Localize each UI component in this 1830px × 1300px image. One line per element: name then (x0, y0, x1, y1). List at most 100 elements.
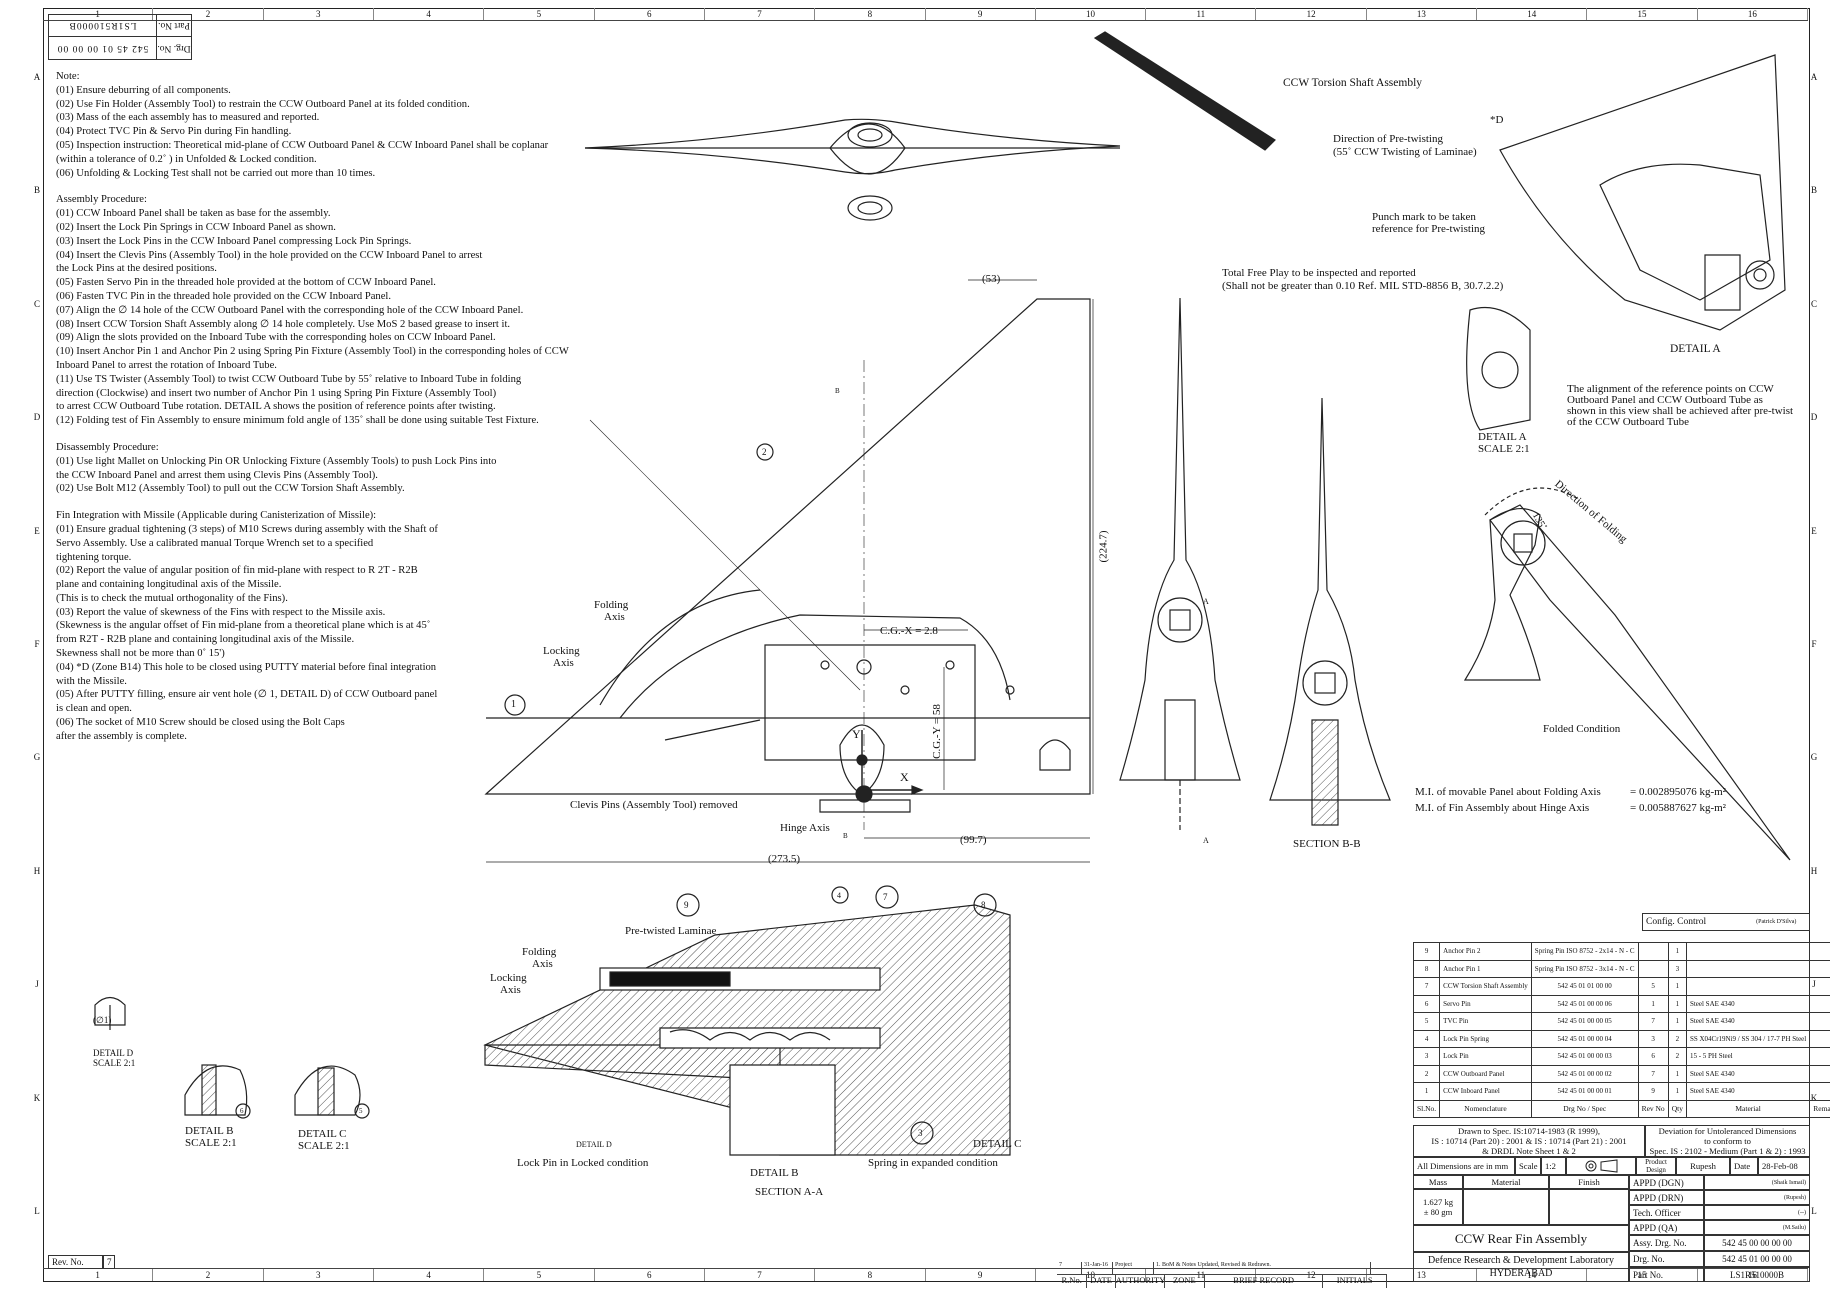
zone-column-label: 8 (815, 1269, 926, 1281)
revision-cell: 7 (1057, 1262, 1082, 1274)
bom-cell: 5 (1637, 977, 1669, 996)
label-torsion-shaft: CCW Torsion Shaft Assembly (1283, 77, 1423, 89)
bom-cell: 542 45 01 00 00 06 (1530, 994, 1639, 1013)
zone-column-label: 16 (1698, 8, 1808, 20)
bom-cell: Steel SAE 4340 (1685, 1012, 1811, 1031)
bom-cell: 1 (1667, 1064, 1687, 1083)
label-detail-a-scale-2: SCALE 2:1 (1478, 443, 1530, 455)
bom-header-cell: Material (1685, 1099, 1811, 1118)
label-b-mark-top: B (835, 387, 840, 395)
bom-cell: 15 - 5 PH Steel (1685, 1047, 1811, 1066)
label-spring-expanded: Spring in expanded condition (868, 1157, 998, 1169)
bom-cell (1809, 994, 1830, 1013)
zone-column-label: 14 (1477, 8, 1588, 20)
notes-title: Note: (56, 71, 80, 82)
zone-row-label: B (33, 185, 40, 196)
rev-no-value: 7 (103, 1255, 115, 1269)
side-view-fin (484, 279, 1094, 863)
bom-cell: 542 45 01 00 00 02 (1530, 1064, 1639, 1083)
bom-cell (1809, 959, 1830, 978)
balloon-3: 3 (918, 1128, 923, 1138)
bom-cell (1685, 959, 1811, 978)
label-clevis-removed: Clevis Pins (Assembly Tool) removed (570, 799, 738, 811)
bom-cell: 8 (1412, 959, 1441, 978)
bom-cell: 7 (1637, 1012, 1669, 1031)
part-no-value: LS1R510000B (1704, 1267, 1810, 1282)
lab-city: HYDERABAD (1489, 1268, 1553, 1279)
bom-cell: 3 (1412, 1047, 1441, 1066)
note-line: (05) After PUTTY filling, ensure air ven… (56, 689, 438, 701)
label-alignment-1: The alignment of the reference points on… (1567, 383, 1774, 395)
zone-column-label: 1 (43, 1269, 154, 1281)
appd-drn-name: (Rupesh) (1704, 1190, 1810, 1205)
note-line: (10) Insert Anchor Pin 1 and Anchor Pin … (56, 346, 569, 358)
lab-cell: Defence Research & Development Laborator… (1413, 1252, 1629, 1282)
zone-row-label: B (1810, 185, 1817, 196)
label-axis-y: Y (852, 727, 861, 741)
projection-icon (1585, 1159, 1618, 1173)
spec-line-1: Drawn to Spec. IS:10714-1983 (R 1999), (1457, 1126, 1601, 1136)
note-line: with the Missile. (56, 675, 127, 687)
mass-value-2: ± 80 gm (1423, 1207, 1453, 1217)
folded-view (1463, 487, 1791, 861)
integration-title: Fin Integration with Missile (Applicable… (56, 510, 377, 522)
label-folding-axis-1: Folding (594, 599, 629, 611)
label-detail-a-scale-1: DETAIL A (1478, 431, 1527, 443)
tech-officer-name: (--) (1704, 1205, 1810, 1220)
note-line: (02) Use Fin Holder (Assembly Tool) to r… (56, 98, 470, 110)
projection-symbol (1566, 1157, 1636, 1175)
label-sa-locking-1: Locking (490, 972, 527, 984)
zone-column-label: 2 (153, 8, 264, 20)
deviation-line-1: Deviation for Untoleranced Dimensions (1658, 1126, 1797, 1136)
zone-row-label: D (33, 412, 41, 423)
zone-column-label: 3 (264, 8, 374, 20)
bom-cell: 1 (1667, 1082, 1687, 1101)
label-detail-c-title-1: DETAIL C (298, 1128, 347, 1140)
section-aa-view (483, 885, 1011, 1156)
dim-273-5: (273.5) (768, 853, 801, 865)
bom-cell (1685, 977, 1811, 996)
scale-label: Scale (1515, 1157, 1541, 1175)
note-line: (02) Report the value of angular positio… (56, 565, 418, 577)
bom-header-cell: Drg No / Spec (1530, 1099, 1639, 1118)
note-line: the Lock Pins at the desired positions. (56, 263, 217, 275)
value-mi-panel: = 0.002895076 kg-m² (1630, 786, 1726, 798)
balloon-1: 1 (511, 699, 516, 710)
zone-column-label: 7 (705, 1269, 816, 1281)
bom-cell (1809, 1047, 1830, 1066)
detail-b-view (184, 1064, 251, 1119)
label-locking-axis-1: Locking (543, 645, 580, 657)
label-mi-panel: M.I. of movable Panel about Folding Axis (1415, 786, 1601, 798)
bom-cell: Lock Pin Spring (1439, 1029, 1532, 1048)
label-detail-a: DETAIL A (1670, 343, 1721, 355)
bom-cell (1809, 1082, 1830, 1101)
note-line: to arrest CCW Outboard Tube rotation. DE… (56, 401, 496, 413)
rev-no-label: Rev. No. (48, 1255, 103, 1269)
notes-list: (01) Ensure deburring of all components.… (56, 84, 616, 181)
note-line: (12) Folding test of Fin Assembly to ens… (56, 415, 539, 427)
bom-cell: 3 (1637, 1029, 1669, 1048)
lab-name: Defence Research & Development Laborator… (1427, 1255, 1615, 1266)
front-view (1119, 297, 1241, 830)
mass-label: Mass (1413, 1175, 1463, 1189)
torsion-shaft-render (1093, 31, 1276, 151)
label-mi-fin: M.I. of Fin Assembly about Hinge Axis (1415, 802, 1590, 814)
assembly-list: (01) CCW Inboard Panel shall be taken as… (56, 207, 616, 428)
label-pretwisted-laminae: Pre-twisted Laminae (625, 925, 717, 937)
bom-header-cell: Sl.No. (1412, 1099, 1441, 1118)
note-line: (03) Insert the Lock Pins in the CCW Inb… (56, 235, 412, 247)
zone-column-label: 15 (1587, 8, 1698, 20)
bom-header-cell: Remarks (1809, 1099, 1830, 1118)
drg-no-label: Drg. No. (1629, 1251, 1704, 1267)
note-line: direction (Clockwise) and insert two num… (56, 387, 497, 399)
zone-row-label: K (33, 1092, 41, 1103)
bom-cell: 542 45 01 01 00 00 (1530, 977, 1639, 996)
label-alignment-3: shown in this view shall be achieved aft… (1567, 405, 1794, 417)
product-design-label: Product Design (1636, 1157, 1676, 1175)
notes-panel: Note: (01) Ensure deburring of all compo… (56, 70, 616, 757)
